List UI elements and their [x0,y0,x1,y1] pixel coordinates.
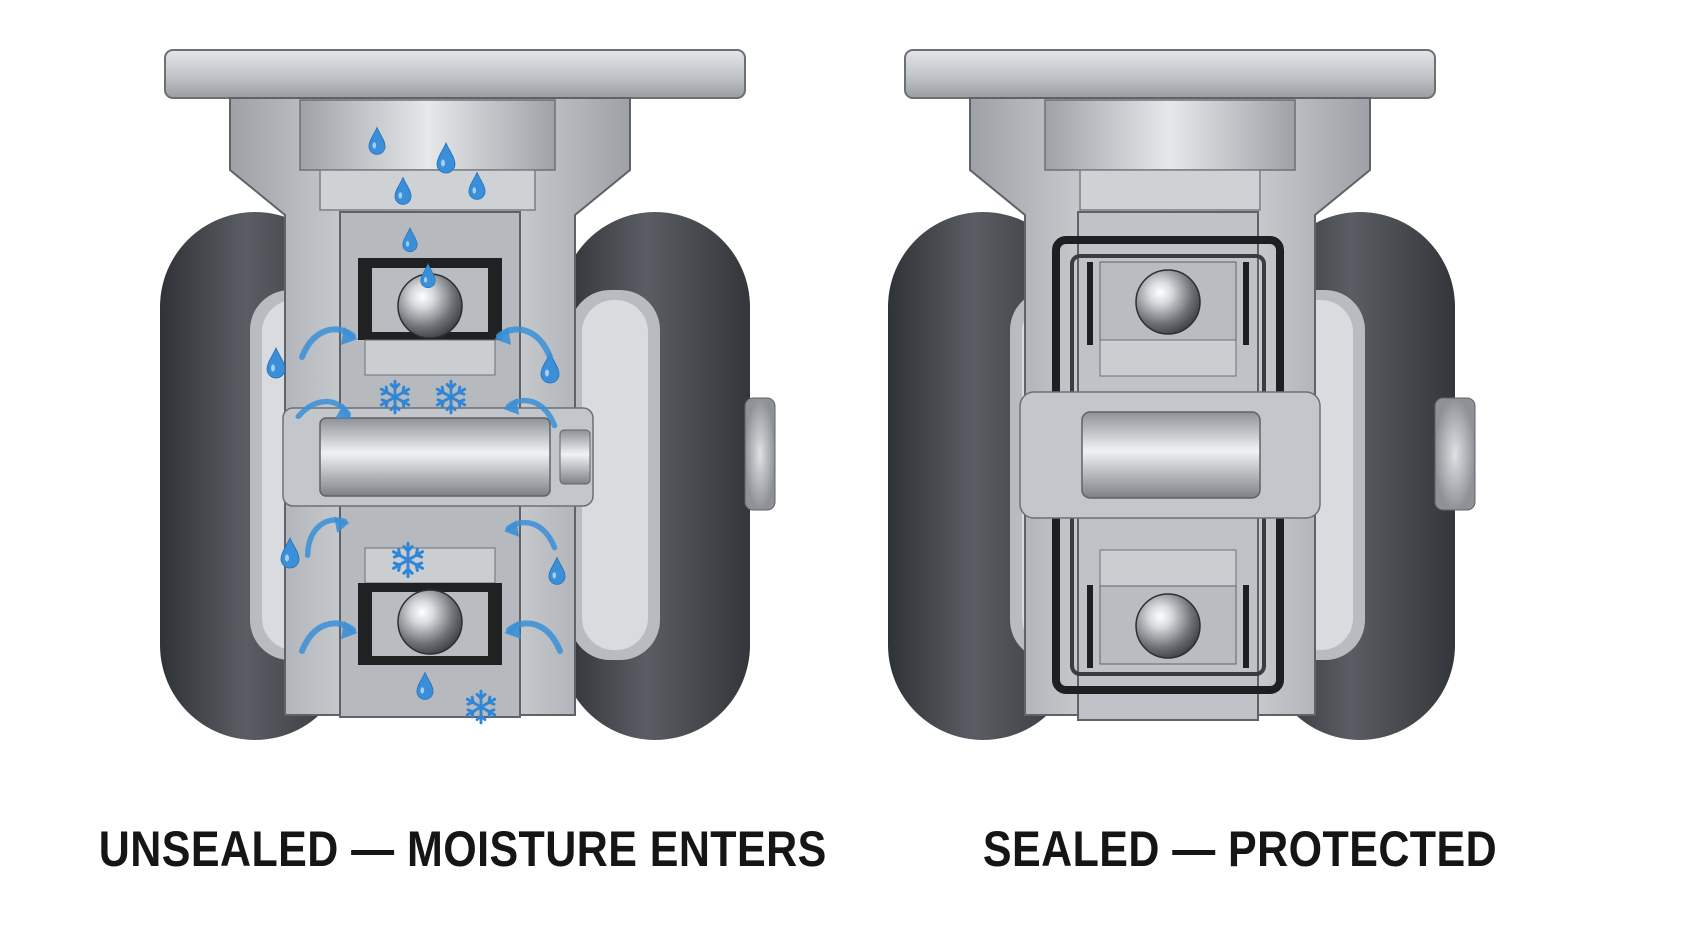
lower-bearing [358,547,502,665]
upper-bearing [1099,261,1237,377]
lower-bearing [1099,549,1237,665]
top-mounting-plate [164,49,746,99]
axle [282,407,594,507]
top-mounting-plate [904,49,1436,99]
stem [299,99,556,171]
sealed-caster [888,49,1476,740]
stem [1044,99,1296,171]
right-wheel [560,212,750,740]
hub-cap [744,397,776,511]
unsealed-caster [160,49,750,740]
sealed-caption: SEALED — PROTECTED [982,821,1498,877]
unsealed-caption: UNSEALED — MOISTURE ENTERS [98,821,827,877]
axle [1019,391,1476,519]
